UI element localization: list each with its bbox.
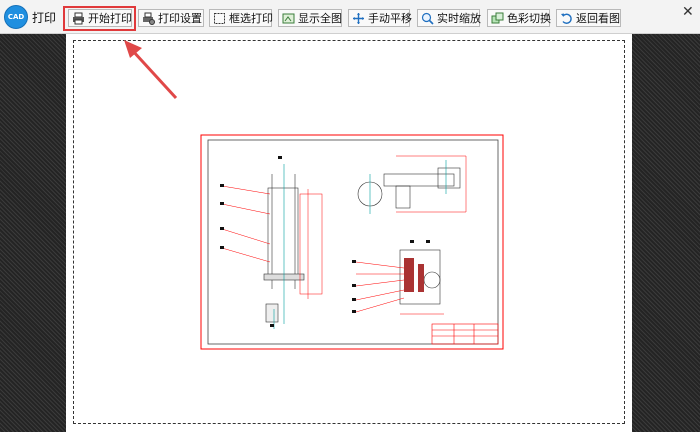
box-select-icon [213, 12, 226, 25]
printable-area-border [73, 40, 625, 424]
pan-icon [352, 12, 365, 25]
toolbar: CAD 打印 开始打印 打印设置 框选打印 显示全图 手动平移 实 [0, 0, 700, 34]
realtime-zoom-label: 实时缩放 [437, 12, 481, 25]
start-print-button[interactable]: 开始打印 [68, 9, 132, 27]
return-icon [560, 12, 573, 25]
show-full-icon [282, 12, 295, 25]
print-settings-icon [142, 12, 155, 25]
start-print-highlight [63, 6, 136, 31]
printer-icon [72, 12, 85, 25]
cad-drawing-preview [200, 134, 504, 350]
return-view-button[interactable]: 返回看图 [556, 9, 621, 27]
color-switch-button[interactable]: 色彩切换 [487, 9, 551, 27]
manual-pan-button[interactable]: 手动平移 [348, 9, 412, 27]
close-icon[interactable]: ✕ [682, 4, 694, 20]
print-settings-label: 打印设置 [158, 12, 202, 25]
realtime-zoom-button[interactable]: 实时缩放 [417, 9, 481, 27]
show-full-button[interactable]: 显示全图 [278, 9, 342, 27]
preview-margin-right [632, 34, 700, 432]
show-full-label: 显示全图 [298, 12, 342, 25]
zoom-icon [421, 12, 434, 25]
start-print-label: 开始打印 [88, 12, 132, 25]
manual-pan-label: 手动平移 [368, 12, 412, 25]
return-view-label: 返回看图 [576, 12, 620, 25]
box-select-print-button[interactable]: 框选打印 [209, 9, 273, 27]
box-select-print-label: 框选打印 [229, 12, 273, 25]
print-settings-button[interactable]: 打印设置 [138, 9, 204, 27]
preview-margin-left [0, 34, 66, 432]
color-switch-label: 色彩切换 [507, 12, 551, 25]
color-switch-icon [491, 12, 504, 25]
window-title: 打印 [32, 11, 57, 25]
annotation-arrow-icon [124, 40, 178, 100]
cad-logo: CAD [4, 5, 28, 29]
